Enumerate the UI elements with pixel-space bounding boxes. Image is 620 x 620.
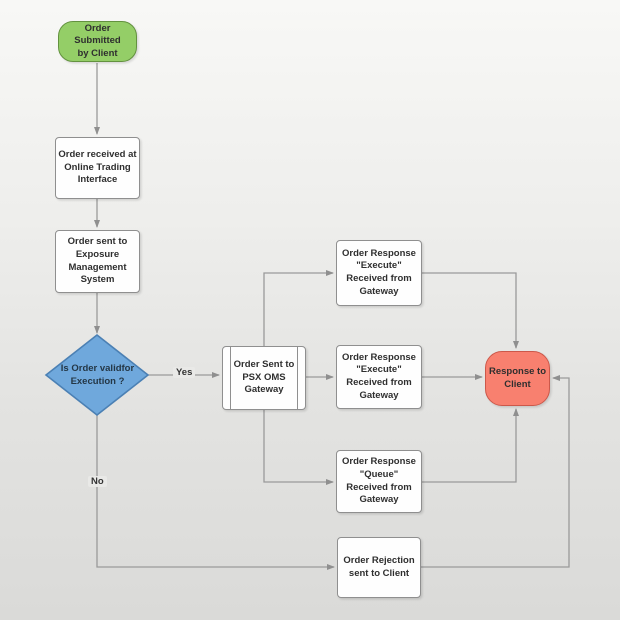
edge-decision-rejection-no [96, 415, 335, 570]
edge-resp-top-response [421, 272, 519, 349]
edge-resp-queue-response [421, 408, 519, 483]
node-decision-label: Is Order validfor Execution ? [60, 363, 135, 387]
edge-label-yes: Yes [173, 367, 196, 378]
edge-gateway-resp-top [263, 270, 334, 346]
node-response-execute-mid-label: Order Response "Execute" Received from G… [342, 351, 416, 401]
node-order-rejection: Order Rejection sent to Client [337, 537, 421, 598]
node-response-to-client-label: Response to Client [488, 365, 546, 390]
decision-diamond-shape [44, 333, 150, 417]
predefined-process-rail-left [230, 347, 231, 409]
node-decision-valid-execution: Is Order validfor Execution ? [47, 356, 148, 395]
node-order-received-label: Order received at Online Trading Interfa… [58, 149, 137, 186]
node-response-execute-top-label: Order Response "Execute" Received from G… [342, 247, 416, 297]
edge-gateway-resp-queue [263, 410, 334, 485]
node-response-execute-top: Order Response "Execute" Received from G… [336, 240, 422, 306]
node-order-submitted: Order Submitted by Client [58, 21, 137, 62]
node-order-sent-psx-gateway-label: Order Sent to PSX OMS Gateway [233, 359, 295, 396]
node-order-sent-psx-gateway: Order Sent to PSX OMS Gateway [222, 346, 306, 410]
edge-label-no: No [88, 476, 107, 487]
node-response-queue-label: Order Response "Queue" Received from Gat… [342, 456, 416, 506]
node-order-sent-exposure: Order sent to Exposure Management System [55, 230, 140, 293]
edge-rejection-response [421, 375, 570, 568]
node-response-execute-mid: Order Response "Execute" Received from G… [336, 345, 422, 409]
node-order-sent-exposure-label: Order sent to Exposure Management System [67, 236, 128, 286]
node-response-queue: Order Response "Queue" Received from Gat… [336, 450, 422, 513]
node-order-received: Order received at Online Trading Interfa… [55, 137, 140, 199]
predefined-process-rail-right [297, 347, 298, 409]
node-order-submitted-label: Order Submitted by Client [74, 22, 121, 59]
node-response-to-client: Response to Client [485, 351, 550, 406]
node-order-rejection-label: Order Rejection sent to Client [343, 554, 415, 579]
